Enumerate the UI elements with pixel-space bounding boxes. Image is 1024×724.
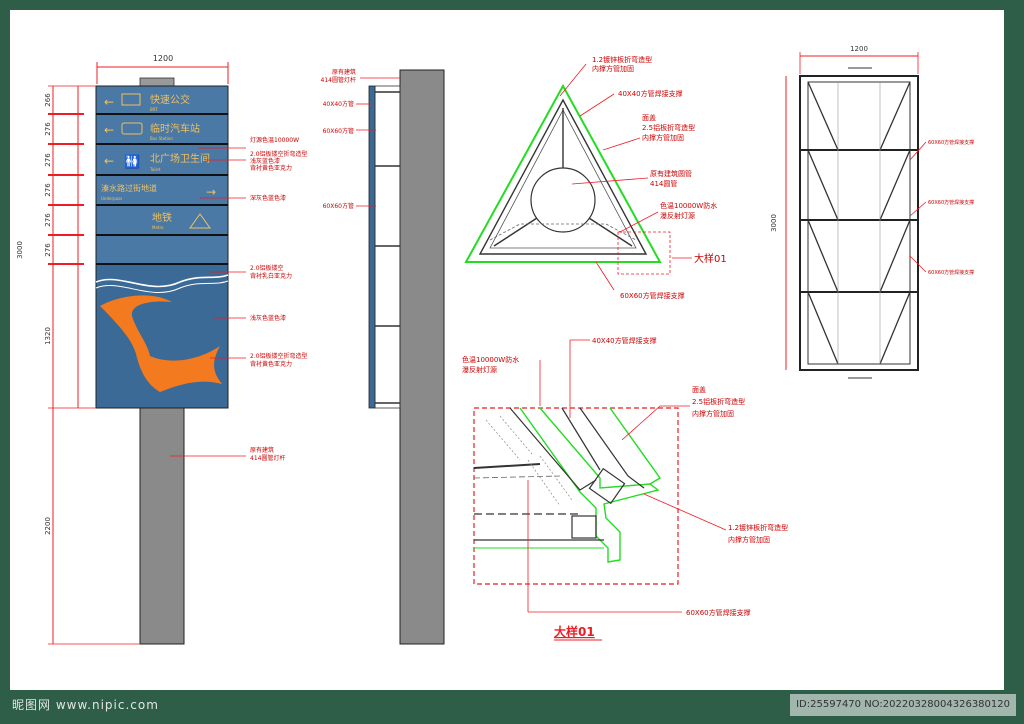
svg-text:276: 276 [44, 243, 52, 257]
svg-text:内撑方管加固: 内撑方管加固 [728, 535, 770, 544]
svg-text:背衬黄色亚克力: 背衬黄色亚克力 [250, 360, 292, 368]
detail-boundary [473, 407, 679, 585]
watermark-left: 昵图网 www.nipic.com [12, 698, 159, 712]
svg-text:1320: 1320 [44, 327, 52, 345]
svg-text:2200: 2200 [44, 517, 52, 535]
triangle-plan: 1.2镀锌板折弯造型 内撑方管加固 40X40方管焊接支撑 面盖 2.5铝板折弯… [464, 55, 727, 300]
svg-text:40X40方管: 40X40方管 [323, 100, 354, 108]
frame-elevation: 1200 3000 60X60方管焊接支撑 60X60方管焊接支撑 [770, 45, 974, 379]
pole [139, 407, 185, 645]
svg-text:3000: 3000 [770, 214, 778, 232]
bus-icon [121, 93, 141, 106]
svg-text:60X60方管焊接支撑: 60X60方管焊接支撑 [928, 139, 974, 146]
svg-text:1.2镀锌板折弯造型: 1.2镀锌板折弯造型 [592, 55, 652, 64]
coach-icon [121, 122, 143, 135]
side-elevation: 原有建筑 414圆管灯杆 40X40方管 60X60方管 60X60方管 [321, 68, 445, 645]
left-arrow-icon: ← [104, 123, 114, 137]
orange-bird-graphic [100, 295, 222, 392]
svg-text:内撑方管加固: 内撑方管加固 [642, 133, 684, 142]
svg-text:60X60方管焊接支撑: 60X60方管焊接支撑 [620, 291, 685, 300]
svg-text:40X40方管焊接支撑: 40X40方管焊接支撑 [618, 89, 683, 98]
svg-text:Metro: Metro [152, 225, 164, 230]
svg-text:浅灰蓝色漆: 浅灰蓝色漆 [250, 157, 280, 165]
svg-text:内撑方管加固: 内撑方管加固 [592, 64, 634, 73]
left-arrow-icon: ← [104, 154, 114, 168]
svg-text:276: 276 [44, 153, 52, 167]
svg-text:背衬乳白亚克力: 背衬乳白亚克力 [250, 272, 292, 280]
front-elevation: 1200 ← 快速公交 BRT ← 临时汽车站 Bus Station ← [16, 54, 308, 645]
svg-text:414圆管灯杆: 414圆管灯杆 [250, 454, 285, 462]
svg-text:3000: 3000 [16, 241, 24, 259]
svg-text:276: 276 [44, 122, 52, 136]
svg-text:面盖: 面盖 [692, 385, 706, 394]
sign-row-label: 临时汽车站 [150, 122, 200, 135]
svg-text:266: 266 [44, 93, 52, 107]
sign-row-underpass: 溱水路过街地道 Underpass → [101, 183, 216, 201]
svg-text:276: 276 [44, 213, 52, 227]
svg-text:414圆管灯杆: 414圆管灯杆 [321, 76, 356, 84]
svg-text:大样01: 大样01 [694, 252, 727, 265]
cad-drawing: 1200 ← 快速公交 BRT ← 临时汽车站 Bus Station ← [16, 45, 974, 645]
svg-text:60X60方管焊接支撑: 60X60方管焊接支撑 [686, 608, 751, 617]
svg-text:414圆管: 414圆管 [650, 179, 677, 188]
svg-text:40X40方管焊接支撑: 40X40方管焊接支撑 [592, 336, 657, 345]
sign-row-label: 溱水路过街地道 [101, 183, 157, 193]
sign-row-label: 北广场卫生间 [150, 152, 210, 165]
svg-text:60X60方管: 60X60方管 [323, 127, 354, 135]
sign-row-metro: 地铁 Metro [152, 211, 211, 230]
side-sign-panel [368, 85, 376, 409]
sign-row-label: 快速公交 [150, 93, 190, 106]
sign-row-label: 地铁 [152, 211, 172, 224]
svg-text:276: 276 [44, 183, 52, 197]
svg-text:背衬黄色亚克力: 背衬黄色亚克力 [250, 164, 292, 172]
dim-width-top: 1200 [153, 54, 173, 63]
svg-text:2.0铝板镂空折弯造型: 2.0铝板镂空折弯造型 [250, 352, 308, 360]
svg-text:BRT: BRT [150, 107, 158, 112]
svg-text:60X60方管焊接支撑: 60X60方管焊接支撑 [928, 269, 974, 276]
svg-text:瀑反射灯源: 瀑反射灯源 [462, 365, 497, 374]
round-tube [530, 167, 596, 233]
detail-01: 40X40方管焊接支撑 色温10000W防水 瀑反射灯源 面盖 2.5铝板折弯造… [462, 336, 788, 641]
svg-text:Bus Station: Bus Station [150, 136, 173, 141]
side-pole [399, 69, 445, 645]
toilet-icon: 🚻 [124, 154, 140, 170]
svg-text:2.0铝板镂空折弯造型: 2.0铝板镂空折弯造型 [250, 150, 308, 158]
svg-text:60X60方管焊接支撑: 60X60方管焊接支撑 [928, 199, 974, 206]
sign-row-brt: ← 快速公交 BRT [104, 93, 190, 112]
svg-text:深灰色蓝色漆: 深灰色蓝色漆 [250, 194, 286, 202]
wave-decoration [95, 274, 229, 288]
right-arrow-icon: → [206, 185, 216, 199]
left-arrow-icon: ← [104, 95, 114, 109]
svg-text:原有建筑圆管: 原有建筑圆管 [650, 169, 692, 178]
svg-text:2.5铝板折弯造型: 2.5铝板折弯造型 [642, 123, 695, 132]
metro-icon [189, 213, 211, 229]
sign-row-toilet: ← 🚻 北广场卫生间 Toilet [104, 152, 210, 172]
svg-text:原有建筑: 原有建筑 [250, 446, 274, 454]
svg-text:2.5铝板折弯造型: 2.5铝板折弯造型 [692, 397, 745, 406]
svg-text:1.2镀锌板折弯造型: 1.2镀锌板折弯造型 [728, 523, 788, 532]
svg-text:色温10000W防水: 色温10000W防水 [660, 201, 717, 210]
watermark-right: ID:25597470 NO:20220328004326380120 [790, 694, 1016, 716]
svg-text:瀑反射灯源: 瀑反射灯源 [660, 211, 695, 220]
svg-text:灯源色温10000W: 灯源色温10000W [250, 136, 299, 144]
svg-text:Toilet: Toilet [149, 167, 161, 172]
svg-text:1200: 1200 [850, 45, 868, 53]
detail-title: 大样01 [554, 624, 595, 639]
svg-text:面盖: 面盖 [642, 113, 656, 122]
drawing-sheet: 1200 ← 快速公交 BRT ← 临时汽车站 Bus Station ← [10, 10, 1004, 690]
svg-text:内撑方管加固: 内撑方管加固 [692, 409, 734, 418]
svg-text:浅灰色蓝色漆: 浅灰色蓝色漆 [250, 314, 286, 322]
steel-frame [799, 75, 919, 371]
lamp-cap [139, 77, 175, 87]
svg-text:原有建筑: 原有建筑 [332, 68, 356, 76]
svg-text:2.0铝板镂空: 2.0铝板镂空 [250, 264, 284, 272]
svg-text:Underpass: Underpass [101, 196, 122, 201]
detail-callout-box [617, 231, 671, 275]
svg-text:色温10000W防水: 色温10000W防水 [462, 355, 519, 364]
svg-text:60X60方管: 60X60方管 [323, 202, 354, 210]
sign-row-bus-station: ← 临时汽车站 Bus Station [104, 122, 200, 141]
